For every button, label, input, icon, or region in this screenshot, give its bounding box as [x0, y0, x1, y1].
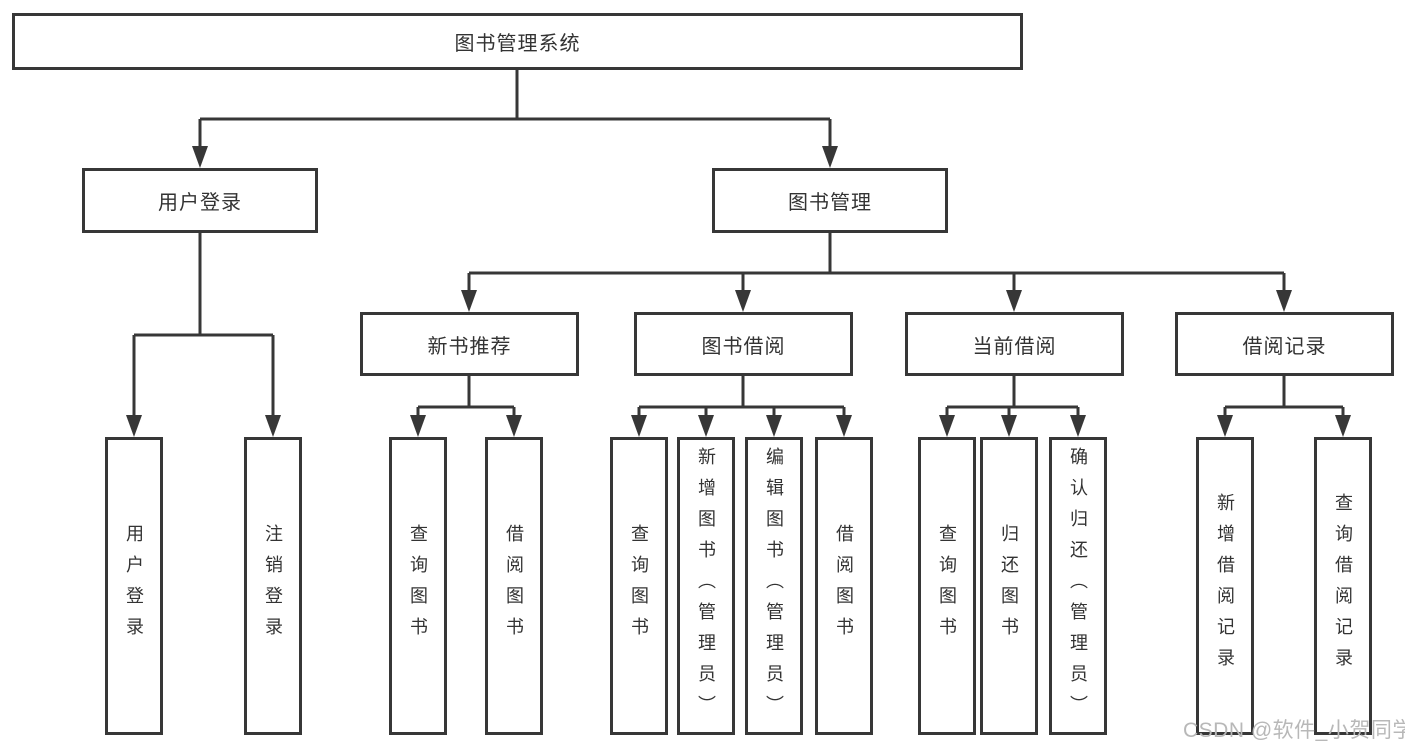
arrow-down-icon [735, 290, 751, 312]
node-label: 借阅记录 [1242, 335, 1327, 358]
connector-strokes [132, 70, 1345, 417]
arrow-down-icon [1335, 415, 1351, 437]
node-label: 图书管理 [788, 192, 872, 214]
leaf-edit-books-admin: 编辑图书（管理员） [745, 437, 803, 735]
node-label: 借阅图书 [834, 524, 854, 648]
arrow-down-icon [836, 415, 852, 437]
arrow-down-icon [1070, 415, 1086, 437]
arrow-down-icon [631, 415, 647, 437]
node-label: 查询借阅记录 [1333, 493, 1353, 679]
leaf-query-borrow-record: 查询借阅记录 [1314, 437, 1372, 735]
node-label: 当前借阅 [972, 335, 1057, 358]
arrowheads [126, 146, 1351, 437]
node-current-borrow: 当前借阅 [905, 312, 1124, 376]
arrow-down-icon [192, 146, 208, 168]
node-library-system: 图书管理系统 [12, 13, 1023, 70]
arrow-down-icon [410, 415, 426, 437]
node-label: 查询图书 [629, 524, 649, 648]
arrow-down-icon [506, 415, 522, 437]
leaf-user-login: 用户登录 [105, 437, 163, 735]
node-user-login: 用户登录 [82, 168, 318, 233]
arrow-down-icon [698, 415, 714, 437]
node-label: 图书管理系统 [454, 33, 581, 55]
leaf-query-books-2: 查询图书 [610, 437, 668, 735]
leaf-query-books-1: 查询图书 [389, 437, 447, 735]
node-label: 确认归还（管理员） [1068, 446, 1088, 726]
node-label: 编辑图书（管理员） [764, 446, 784, 726]
leaf-borrow-books-2: 借阅图书 [815, 437, 873, 735]
node-label: 用户登录 [158, 192, 242, 214]
arrow-down-icon [1006, 290, 1022, 312]
arrow-down-icon [1217, 415, 1233, 437]
leaf-query-books-3: 查询图书 [918, 437, 976, 735]
node-book-management: 图书管理 [712, 168, 948, 233]
leaf-logout: 注销登录 [244, 437, 302, 735]
connector-records-group [1223, 375, 1345, 417]
arrow-down-icon [766, 415, 782, 437]
node-label: 查询图书 [408, 524, 428, 648]
leaf-add-books-admin: 新增图书（管理员） [677, 437, 735, 735]
node-label: 图书借阅 [701, 335, 786, 358]
arrow-down-icon [1001, 415, 1017, 437]
leaf-confirm-return-admin: 确认归还（管理员） [1049, 437, 1107, 735]
leaf-add-borrow-record: 新增借阅记录 [1196, 437, 1254, 735]
arrow-down-icon [939, 415, 955, 437]
node-label: 查询图书 [937, 524, 957, 648]
arrow-down-icon [265, 415, 281, 437]
node-label: 注销登录 [263, 524, 283, 648]
node-label: 借阅图书 [504, 524, 524, 648]
connector-newbook-group [416, 375, 516, 417]
connector-borrow-group [637, 375, 846, 417]
node-book-borrow: 图书借阅 [634, 312, 853, 376]
connector-userlogin-group [132, 232, 275, 417]
node-new-book-recommend: 新书推荐 [360, 312, 579, 376]
arrow-down-icon [1276, 290, 1292, 312]
csdn-watermark: CSDN @软件_小贺同学 [1183, 719, 1405, 742]
leaf-borrow-books-1: 借阅图书 [485, 437, 543, 735]
node-label: 归还图书 [999, 524, 1019, 648]
leaf-return-books: 归还图书 [980, 437, 1038, 735]
connector-bookmgmt-to-level3 [467, 232, 1286, 293]
arrow-down-icon [126, 415, 142, 437]
arrow-down-icon [461, 290, 477, 312]
node-label: 用户登录 [124, 524, 144, 648]
node-label: 新增图书（管理员） [696, 446, 716, 726]
node-label: 新增借阅记录 [1215, 493, 1235, 679]
arrow-down-icon [822, 146, 838, 168]
connector-current-group [945, 375, 1080, 417]
node-borrow-records: 借阅记录 [1175, 312, 1394, 376]
node-label: 新书推荐 [427, 335, 512, 358]
connector-root-to-level2 [198, 70, 832, 148]
